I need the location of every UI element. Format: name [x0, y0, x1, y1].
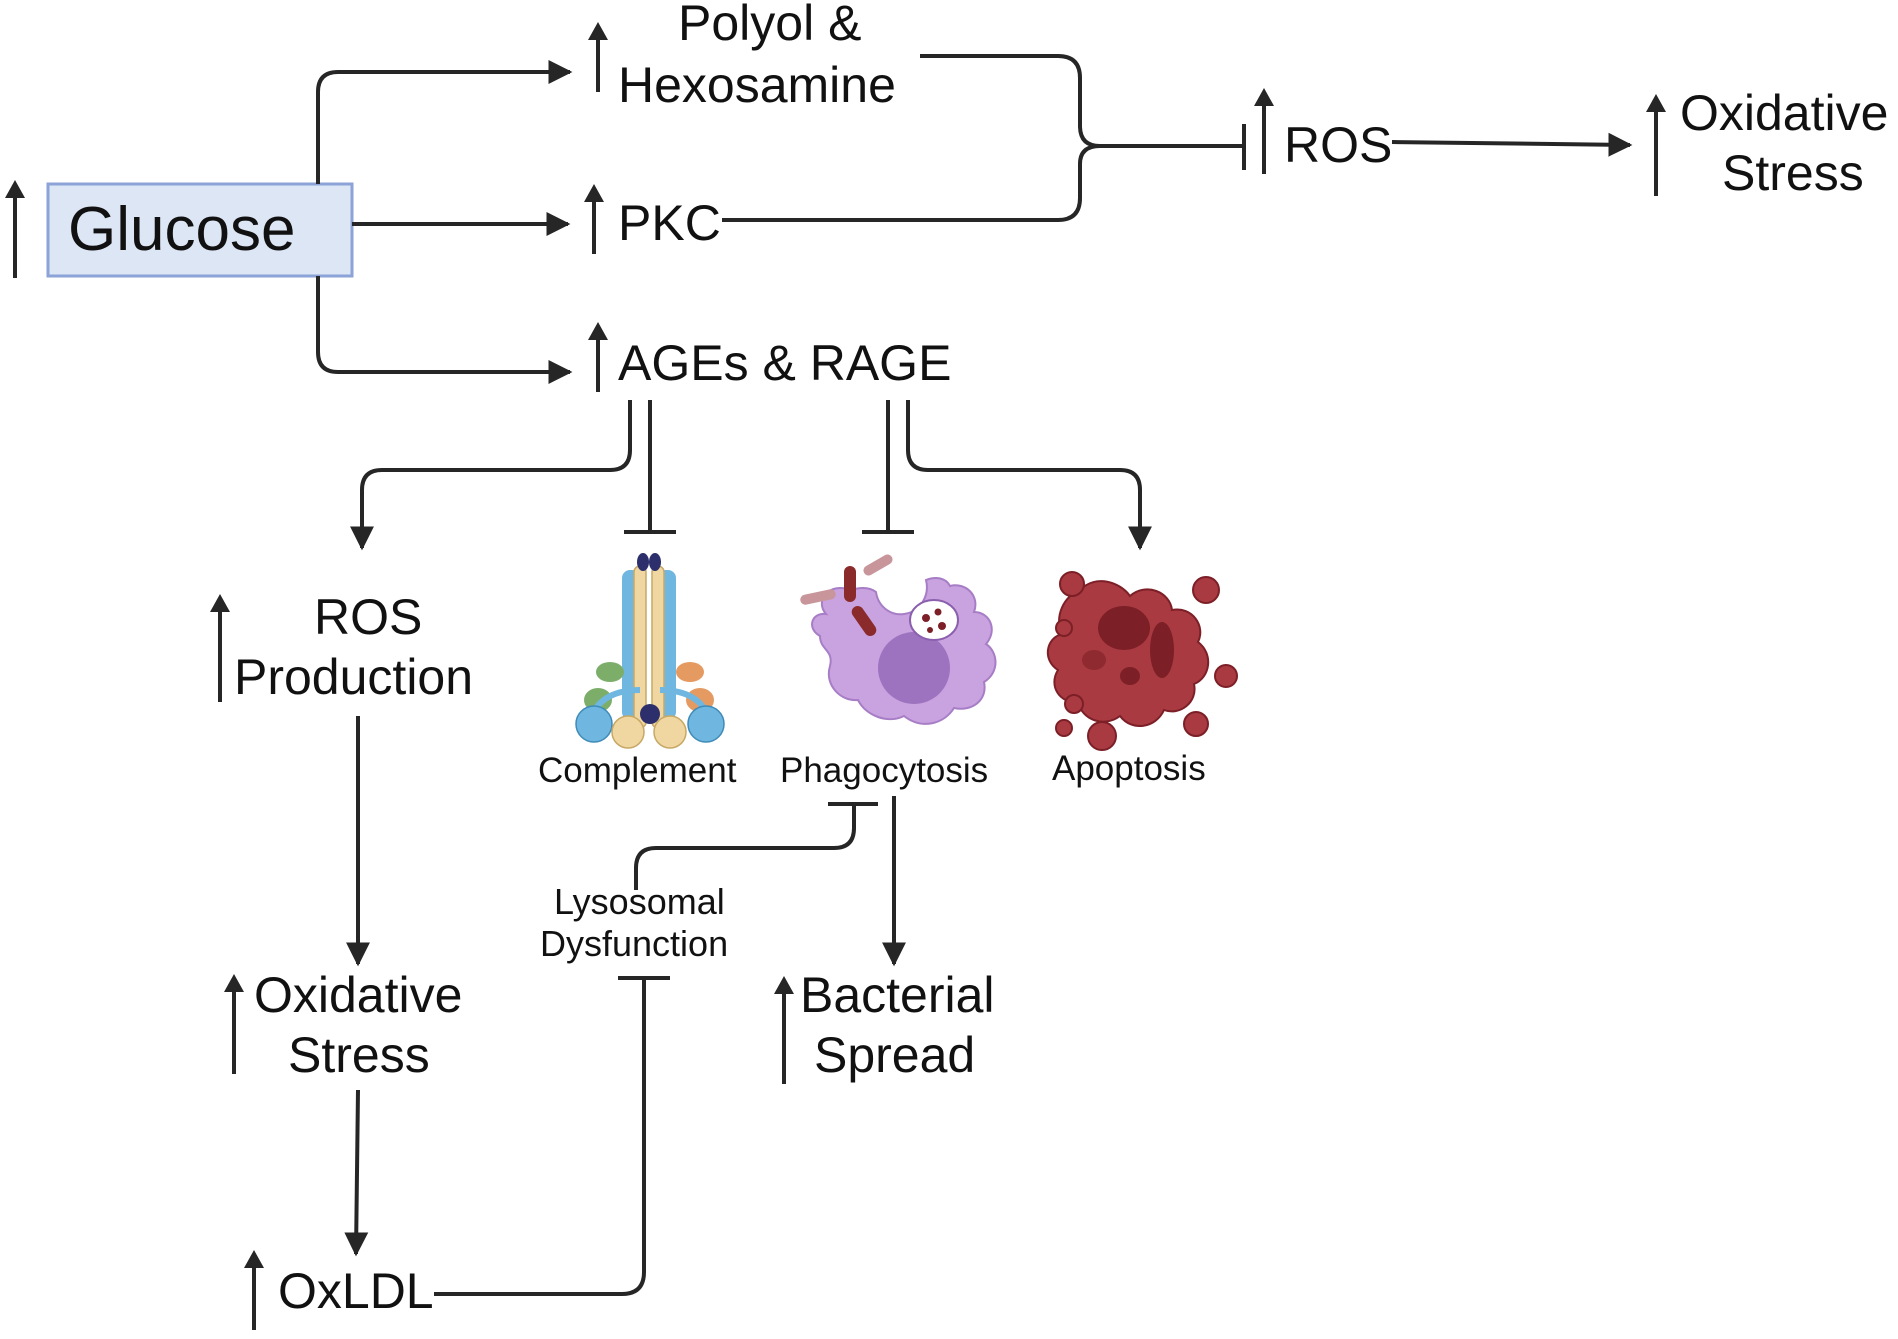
- ros-top-label: ROS: [1284, 117, 1392, 173]
- up-arrow-icon: [588, 322, 608, 392]
- oxldl-node: OxLDL: [244, 1250, 434, 1330]
- arrow-to-ros-production: [350, 400, 632, 551]
- bacterial-spread-node: Bacterial Spread: [774, 967, 995, 1084]
- up-arrow-icon: [1254, 88, 1274, 174]
- up-arrow-icon: [244, 1250, 264, 1330]
- ros-production-node: ROS Production: [210, 589, 473, 705]
- line-from-pkc: [722, 144, 1101, 222]
- arrow-to-apoptosis: [906, 400, 1152, 551]
- glucose-box: [46, 182, 354, 278]
- up-arrow-icon: [588, 22, 608, 92]
- ros-top-node: ROS: [1254, 88, 1392, 174]
- complement-label: Complement: [538, 751, 737, 790]
- lysosomal-label-line1: Lysosomal: [554, 881, 725, 922]
- inhibit-oxldl-to-lysosomal: [434, 978, 646, 1296]
- arrow-to-ox-stress-top: [1391, 132, 1633, 157]
- ages-connectors: [350, 400, 1152, 551]
- ox-stress-bottom-node: Oxidative Stress: [224, 967, 462, 1083]
- ox-stress-bottom-label-line1: Oxidative: [254, 967, 462, 1023]
- bacterial-label-line1: Bacterial: [800, 967, 995, 1023]
- up-arrow-icon: [224, 974, 244, 1074]
- polyol-label-line1: Polyol &: [678, 0, 861, 51]
- polyol-node: Polyol & Hexosamine: [588, 0, 896, 113]
- oxldl-label: OxLDL: [278, 1263, 434, 1319]
- apoptotic-cell-icon: [1047, 571, 1238, 751]
- apoptosis-label: Apoptosis: [1052, 749, 1206, 788]
- glucose-label: Glucose: [68, 195, 295, 264]
- line-from-polyol: [920, 54, 1101, 148]
- oxldl-connector: [434, 976, 670, 1296]
- ox-stress-top-node: Oxidative Stress: [1646, 85, 1888, 201]
- arrow-to-ages: [316, 276, 573, 384]
- complement-protein-icon: [575, 553, 725, 749]
- ox-stress-bottom-label-line2: Stress: [288, 1027, 430, 1083]
- up-arrow-icon: [210, 594, 230, 702]
- ros-production-label-line1: ROS: [314, 589, 422, 645]
- inhibit-lysosomal-to-phagocytosis: [634, 804, 856, 890]
- arrow-to-oxldl: [344, 1089, 369, 1257]
- bacterial-label-line2: Spread: [814, 1027, 975, 1083]
- up-arrow-icon: [5, 180, 25, 278]
- phagocyte-icon: [800, 554, 997, 725]
- ages-rage-node: AGEs & RAGE: [588, 322, 951, 392]
- merge-connectors: [722, 54, 1246, 222]
- ros-production-label-line2: Production: [234, 649, 473, 705]
- lysosomal-label-line2: Dysfunction: [540, 923, 728, 964]
- glucose-connectors: [316, 60, 573, 384]
- phagocytosis-connectors: [634, 796, 906, 967]
- up-arrow-icon: [584, 184, 604, 254]
- arrow-to-polyol: [316, 60, 573, 184]
- ox-stress-top-label-line2: Stress: [1722, 145, 1864, 201]
- up-arrow-icon: [1646, 94, 1666, 196]
- pkc-label: PKC: [618, 195, 721, 251]
- up-arrow-icon: [774, 976, 794, 1084]
- ox-stress-top-label-line1: Oxidative: [1680, 85, 1888, 141]
- pkc-node: PKC: [584, 184, 721, 254]
- glucose-node: Glucose: [5, 180, 354, 278]
- phagocytosis-label: Phagocytosis: [780, 751, 988, 790]
- ages-rage-label: AGEs & RAGE: [618, 335, 951, 391]
- polyol-label-line2: Hexosamine: [618, 57, 896, 113]
